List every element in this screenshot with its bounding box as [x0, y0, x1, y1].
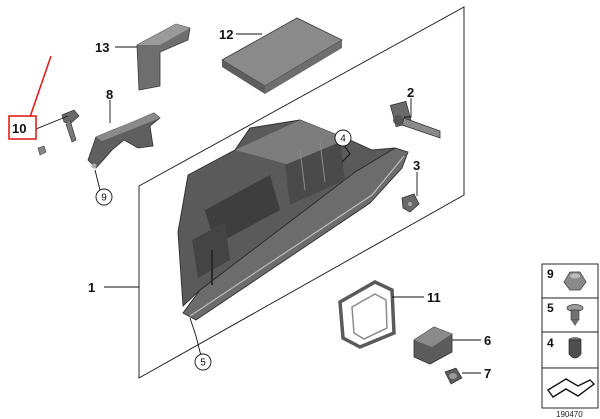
legend-label-4: 4	[547, 336, 554, 350]
legend-label-5: 5	[547, 301, 554, 315]
legend-label-9: 9	[547, 267, 554, 281]
callout-11: 11	[427, 290, 441, 305]
callout-5: 5	[200, 358, 206, 369]
callout-9: 9	[101, 193, 107, 204]
part-2-latch	[389, 100, 441, 139]
part-8-bracket	[87, 112, 161, 169]
callout-13: 13	[95, 40, 109, 55]
bracket-symbol-icon	[546, 378, 596, 398]
part-11-frame-bracket	[338, 280, 396, 349]
callout-6: 6	[484, 333, 491, 348]
callout-8: 8	[106, 87, 113, 102]
callout-1: 1	[88, 280, 95, 295]
document-id: 190470	[556, 410, 583, 419]
callout-3: 3	[413, 158, 420, 173]
leader-lines	[35, 33, 481, 374]
callout-2: 2	[407, 85, 414, 100]
callout-10: 10	[12, 121, 26, 136]
part-10-bolt	[37, 109, 80, 156]
callout-12: 12	[219, 27, 233, 42]
part-1-glove-box	[177, 119, 409, 321]
assembly-frame	[138, 6, 465, 379]
callout-4-circle: 4	[334, 129, 352, 147]
part-3-clip	[401, 193, 420, 213]
clip-icon	[566, 304, 584, 326]
nut-icon	[563, 271, 587, 291]
part-6-block	[413, 326, 453, 365]
grommet-icon	[568, 337, 582, 359]
callout-5-circle: 5	[194, 353, 212, 371]
callout-7: 7	[484, 366, 491, 381]
callout-4: 4	[340, 134, 346, 145]
highlight-part-10	[8, 55, 52, 140]
part-12-mat	[221, 17, 343, 94]
part-7-grommet	[444, 367, 463, 385]
part-13-pad	[136, 23, 191, 91]
callout-9-circle: 9	[95, 188, 113, 206]
legend-cell-4	[541, 331, 599, 369]
legend-cell-5	[541, 297, 599, 333]
fastener-legend: 9 5 4	[541, 263, 599, 409]
